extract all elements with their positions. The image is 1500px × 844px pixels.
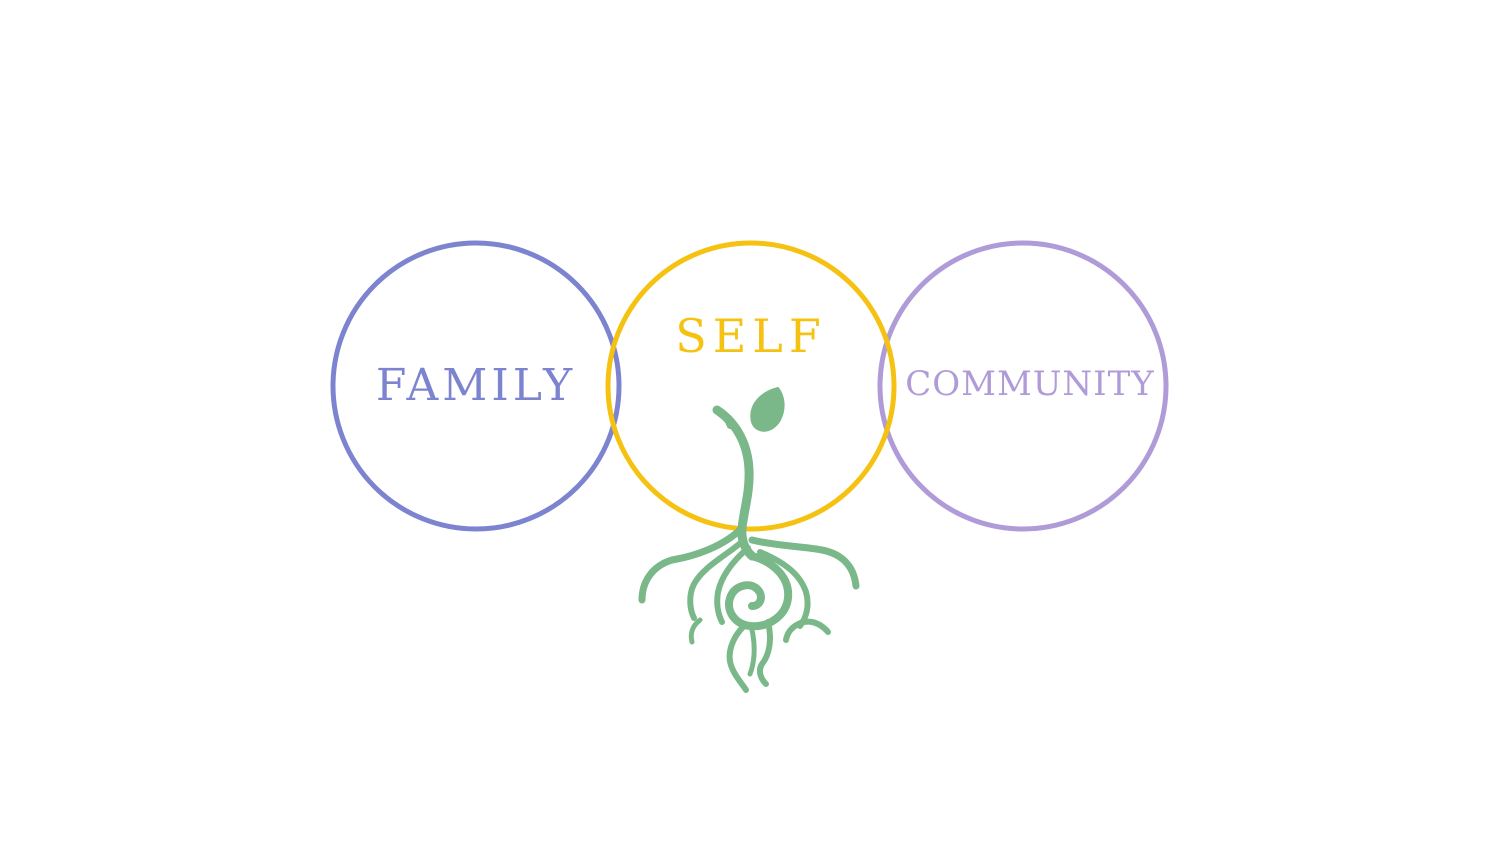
community-label: COMMUNITY [905,364,1154,404]
self-circle-group: SELF [605,240,897,532]
root-lower-center-icon [747,627,757,677]
root-left-hook-icon [688,617,703,645]
self-label: SELF [675,309,827,363]
stem-curl-icon [714,407,733,429]
community-circle-group: COMMUNITY [877,240,1169,532]
root-right-long-icon [748,536,860,590]
root-left-long-icon [638,524,746,604]
root-lower-right-icon [756,619,773,687]
root-left-mid-icon [687,537,747,621]
spiral-icon [725,552,793,631]
root-right-curl-icon [783,618,831,643]
self-circle [605,240,897,532]
community-circle [877,240,1169,532]
root-lower-left-icon [726,623,749,693]
family-circle-group: FAMILY [330,240,622,532]
family-circle [330,240,622,532]
family-label: FAMILY [376,360,576,411]
root-right-mid-icon [757,549,811,629]
sprout-with-roots-icon [638,387,860,693]
leaf-icon [750,387,785,432]
root-left-inner-icon [714,545,751,625]
